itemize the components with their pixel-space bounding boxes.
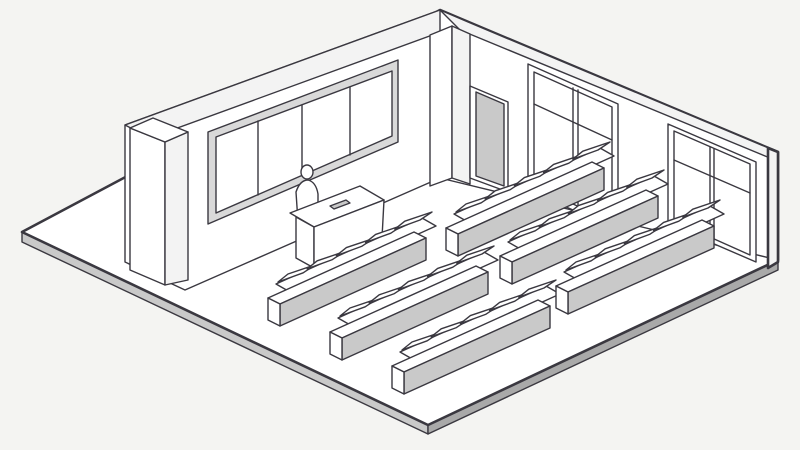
right-bank-bench-row-1 xyxy=(445,141,615,257)
seat xyxy=(682,199,721,218)
blackboard xyxy=(207,59,399,225)
door xyxy=(469,85,509,193)
desk-side xyxy=(499,255,513,285)
desk-side xyxy=(391,365,405,395)
seat xyxy=(456,245,495,264)
seat xyxy=(572,141,611,160)
desk-side xyxy=(267,297,281,327)
bench-rows xyxy=(267,141,725,395)
seat xyxy=(626,169,665,188)
seat xyxy=(518,279,557,298)
corner-pillar xyxy=(429,25,471,187)
desk-side xyxy=(445,227,459,257)
left-bank-bench-row-3 xyxy=(391,279,561,395)
left-bank-bench-row-1 xyxy=(267,211,437,327)
left-bank-bench-row-2 xyxy=(329,245,499,361)
seat xyxy=(394,211,433,230)
wall-column xyxy=(129,117,189,286)
desk-side xyxy=(555,285,569,315)
right-bank-bench-row-2 xyxy=(499,169,669,285)
desk-side xyxy=(329,331,343,361)
right-bank-bench-row-3 xyxy=(555,199,725,315)
